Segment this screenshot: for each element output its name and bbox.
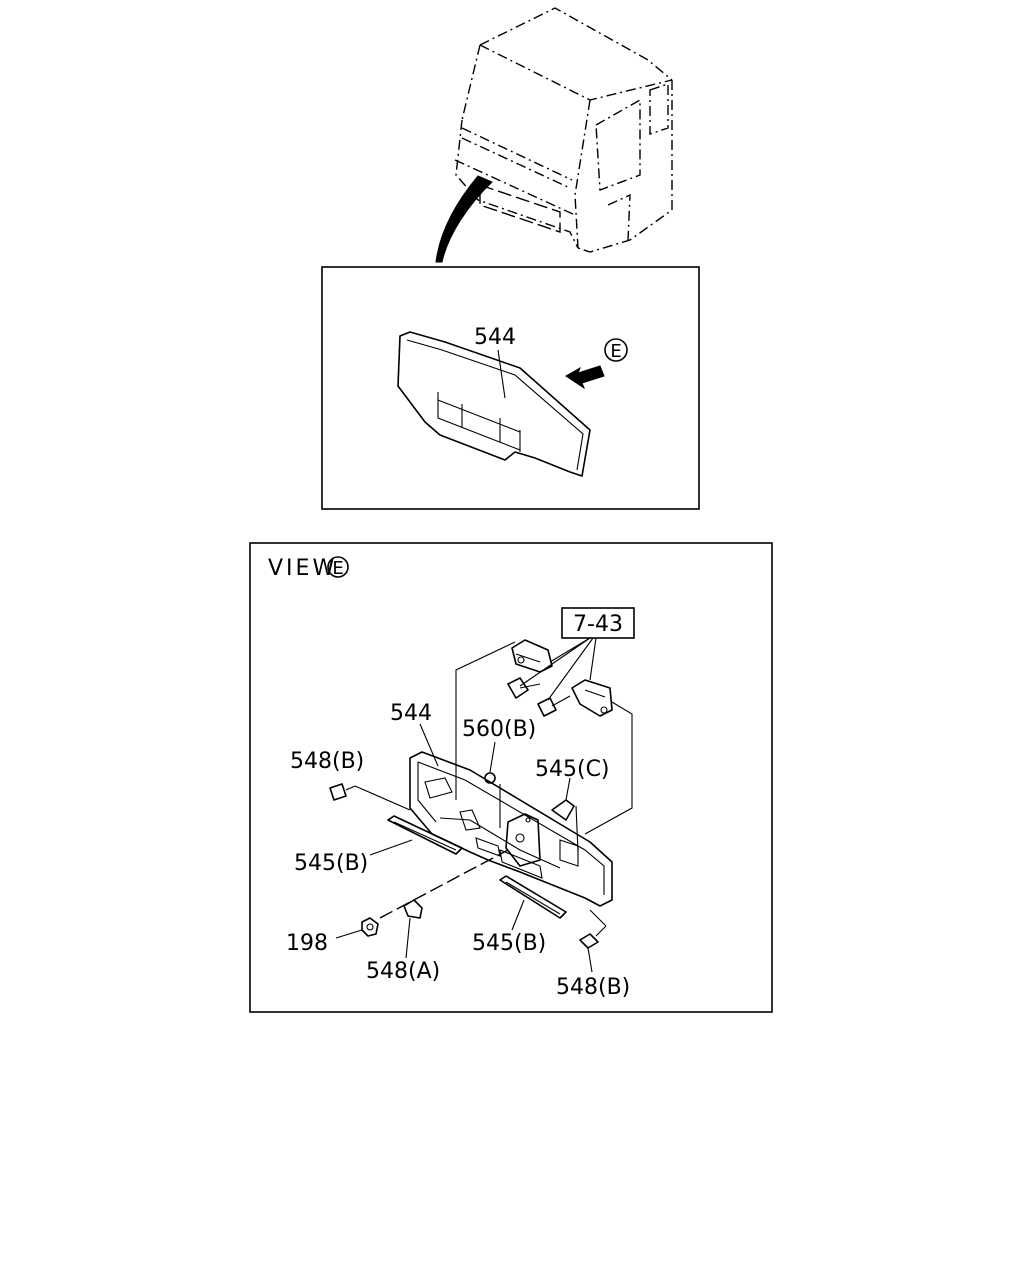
leader-545c [565, 777, 571, 801]
part-548b-bottom-bolt [579, 933, 599, 949]
leader-545c-to-grille [575, 805, 579, 853]
label-548b-top: 548(B) [290, 749, 364, 774]
part-548b-top-bolt [329, 783, 347, 801]
detail-frame [321, 266, 700, 510]
view-e-frame [249, 542, 773, 1013]
bolt-548b-bottom-shank [595, 925, 607, 937]
grille-detail-drawing [397, 331, 591, 477]
strip-left-inner [393, 821, 457, 851]
assembly-line-548a [379, 849, 509, 919]
detail-pointer [435, 175, 493, 263]
label-560b: 560(B) [462, 717, 536, 742]
lamp-assembly-left [511, 639, 553, 673]
leader-544-detail [497, 349, 506, 399]
strip-right-inner [505, 881, 561, 915]
part-198-nut [361, 917, 379, 937]
leader-544-view [419, 723, 439, 767]
view-title-letter: E [332, 558, 343, 579]
label-544-detail: 544 [474, 325, 516, 350]
part-548a-clip [403, 899, 423, 919]
lamp-leader-right [584, 701, 633, 835]
leader-548b-bottom-to-grille [589, 909, 607, 927]
label-545b-right: 545(B) [472, 931, 546, 956]
detail-arrow-letter: E [610, 341, 621, 362]
leader-545b-right [511, 899, 525, 931]
part-545b-left-strip [387, 815, 463, 855]
label-545c: 545(C) [535, 757, 610, 782]
reference-box-label: 7-43 [573, 612, 623, 637]
leader-198 [335, 929, 363, 939]
leader-548a [405, 917, 411, 959]
bolt-548b-top-shank [345, 785, 356, 791]
leader-560b [489, 741, 496, 773]
label-548a: 548(A) [366, 959, 440, 984]
lamp-leader-left [455, 641, 516, 800]
view-title-prefix: VIEW [268, 556, 337, 581]
view-e-circle-icon [604, 338, 628, 362]
view-title-circle-icon [327, 556, 349, 578]
label-544-view: 544 [390, 701, 432, 726]
leader-548b-top [354, 785, 411, 811]
label-545b-left: 545(B) [294, 851, 368, 876]
label-548b-bottom: 548(B) [556, 975, 630, 1000]
part-560b-plug [484, 772, 496, 784]
leader-548b-bottom [587, 947, 593, 973]
reference-leaders [519, 637, 597, 701]
part-545b-right-strip [499, 875, 567, 919]
bulb-socket-left [507, 677, 541, 699]
part-545c-clip [551, 799, 575, 821]
nut-hole [366, 923, 374, 931]
reference-box [561, 607, 635, 639]
lamp-assembly-right [571, 679, 613, 717]
truck-cab-outline [454, 7, 673, 253]
bulb-socket-right [537, 695, 571, 717]
label-198: 198 [286, 931, 328, 956]
leader-545b-left [369, 839, 413, 856]
view-direction-arrow-icon [565, 365, 605, 390]
